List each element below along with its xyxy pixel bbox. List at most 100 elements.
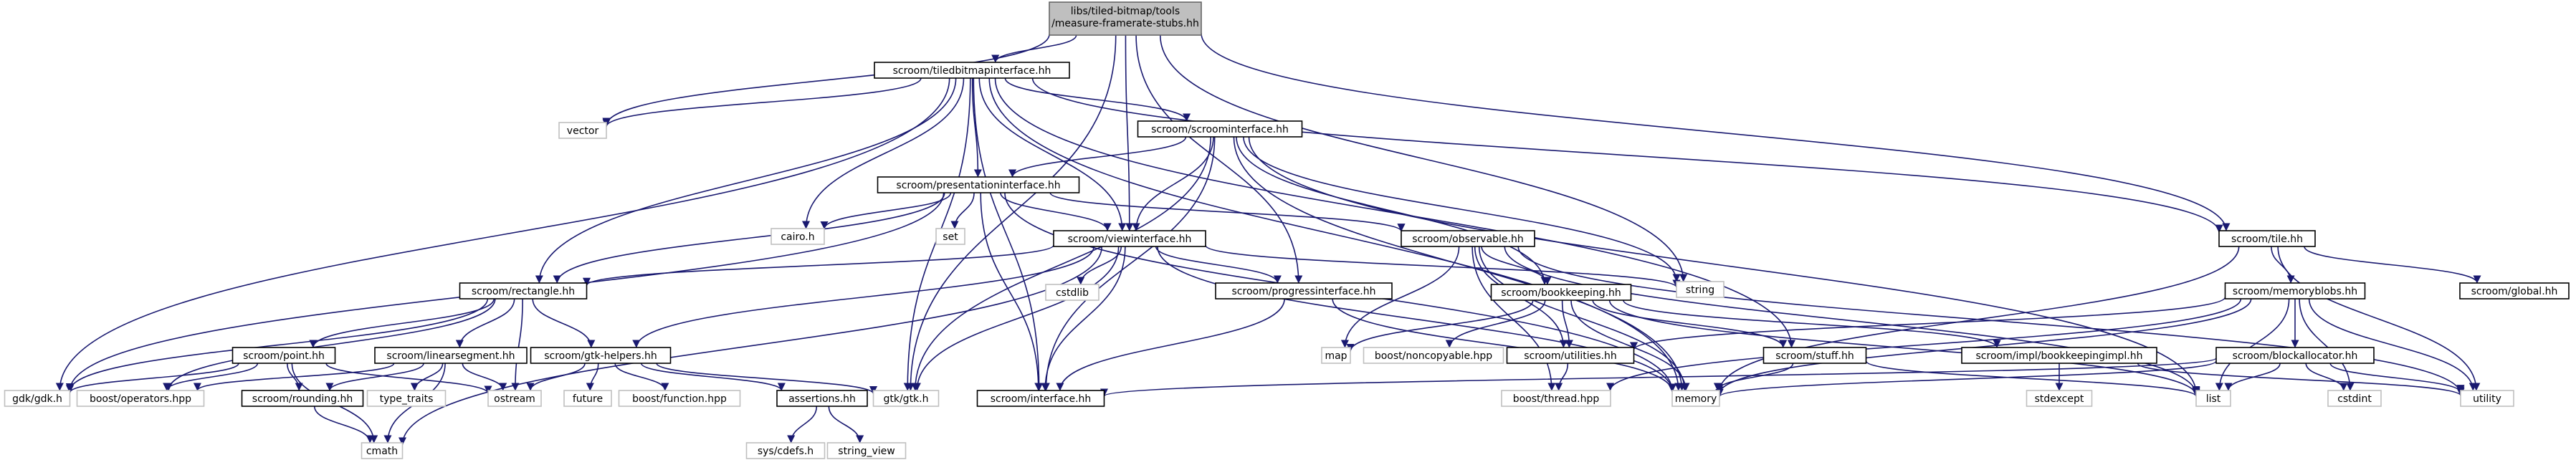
node-stuff[interactable]: scroom/stuff.hh [1762,347,1867,364]
node-root[interactable]: libs/tiled-bitmap/tools/measure-framerat… [1049,1,1202,36]
edge-si-to-memory [1233,136,1687,391]
node-box [1053,230,1206,247]
edge-obs-to-bthread [1471,246,1556,391]
node-bthread[interactable]: boost/thread.hpp [1501,390,1611,407]
node-blockalloc[interactable]: scroom/blockallocator.hh [2215,347,2375,364]
node-iface[interactable]: scroom/interface.hh [976,390,1105,407]
node-tbi[interactable]: scroom/tiledbitmapinterface.hh [874,62,1070,79]
edge-tbi-to-rect [535,77,957,284]
node-label: scroom/point.hh [243,350,325,362]
node-box [1363,347,1504,364]
node-vi[interactable]: scroom/viewinterface.hh [1053,230,1206,247]
node-mb[interactable]: scroom/memoryblobs.hh [2224,282,2366,299]
node-box [4,390,71,407]
node-string[interactable]: string [1676,281,1725,298]
node-obs[interactable]: scroom/observable.hh [1401,230,1535,247]
node-bfunc[interactable]: boost/function.hpp [618,390,741,407]
node-util[interactable]: scroom/utilities.hh [1506,347,1635,364]
edge-blockalloc-to-utility [2329,363,2465,393]
edge-vi-to-rect [583,244,1054,287]
edge-line [532,298,596,348]
edge-bk-to-util [1561,299,1573,348]
edge-lin-to-rounding [325,363,424,391]
edge-line [911,136,1211,391]
node-gtkh[interactable]: scroom/gtk-helpers.hh [530,347,672,364]
node-point[interactable]: scroom/point.hh [232,347,336,364]
node-label: scroom/global.hh [2471,286,2558,297]
node-prog[interactable]: scroom/progressinterface.hh [1215,282,1393,299]
edge-prog-to-memory [1332,298,1676,393]
node-si[interactable]: scroom/scroominterface.hh [1137,120,1303,138]
edge-vi-to-gtk [912,246,1120,391]
node-future[interactable]: future [563,390,612,407]
node-label: scroom/tile.hh [2231,234,2303,245]
edge-rect-to-ostream [511,298,523,391]
edge-line [65,298,489,392]
edge-bk-to-noncopy [1445,299,1546,348]
node-rect[interactable]: scroom/rectangle.hh [459,282,588,299]
edge-obs-to-memory [1478,246,1689,391]
node-typetraits[interactable]: type_traits [366,390,447,407]
node-cmath[interactable]: cmath [361,442,404,459]
edge-line [1233,136,1687,391]
node-stdexcept[interactable]: stdexcept [2026,390,2093,407]
node-label: boost/noncopyable.hpp [1375,350,1492,362]
nodes-layer: libs/tiled-bitmap/tools/measure-framerat… [4,1,2570,459]
node-list[interactable]: list [2195,390,2231,407]
node-bops[interactable]: boost/operators.hpp [76,390,205,407]
node-cstdint[interactable]: cstdint [2327,390,2382,407]
node-utility[interactable]: utility [2460,390,2514,407]
edge-gtkh-to-ostream [526,363,586,391]
edge-line [1077,246,1122,285]
node-pi[interactable]: scroom/presentationinterface.hh [877,176,1080,193]
edge-root-to-prog [1135,34,1303,284]
node-vector[interactable]: vector [558,122,607,139]
edge-line [2137,363,2465,397]
node-label: scroom/stuff.hh [1775,350,1854,362]
node-box [976,390,1105,407]
edge-tile-to-utility [2277,246,2481,391]
node-map[interactable]: map [1321,347,1351,364]
node-set[interactable]: set [935,228,965,245]
edge-tbi-to-si [1004,77,1191,122]
node-bk[interactable]: scroom/bookkeeping.hh [1490,284,1632,301]
edge-line [1865,360,2200,398]
node-global[interactable]: scroom/global.hh [2459,282,2570,299]
node-label: scroom/linearsegment.hh [386,350,515,362]
node-noncopy[interactable]: boost/noncopyable.hpp [1363,347,1504,364]
node-box [459,282,588,299]
node-cstdlib[interactable]: cstdlib [1045,284,1099,301]
node-rounding[interactable]: scroom/rounding.hh [241,390,364,407]
edge-bk-to-map [1346,299,1534,352]
node-box [1762,347,1867,364]
node-tile[interactable]: scroom/tile.hh [2218,230,2316,247]
node-lin[interactable]: scroom/linearsegment.hh [374,347,528,364]
edge-line [602,77,922,128]
node-label: scroom/viewinterface.hh [1068,234,1192,245]
node-label: scroom/progressinterface.hh [1232,286,1376,297]
edge-pi-to-rect [553,192,945,284]
node-memory[interactable]: memory [1671,390,1720,407]
node-ostream[interactable]: ostream [487,390,542,407]
edge-lin-to-bops [193,363,395,391]
node-box [76,390,205,407]
node-box [618,390,741,407]
node-gdk[interactable]: gdk/gdk.h [4,390,71,407]
node-box [1490,284,1632,301]
node-box [874,62,1070,79]
edge-line [2329,363,2465,393]
edge-vi-to-gtkh [632,246,1094,348]
node-strview[interactable]: string_view [826,442,907,459]
edge-line [325,363,492,394]
edge-line [55,77,950,391]
edge-line [1715,246,2240,393]
node-bkimpl[interactable]: scroom/impl/bookkeepingimpl.hh [1961,347,2157,364]
edge-line [1004,77,1191,122]
edge-line [1592,299,1788,348]
node-cdefs[interactable]: sys/cdefs.h [745,442,826,459]
edge-line [2305,363,2348,391]
edge-line [1623,299,2001,348]
node-assert[interactable]: assertions.hh [776,390,868,407]
node-cairo[interactable]: cairo.h [771,228,825,245]
node-gtk[interactable]: gtk/gtk.h [872,390,940,407]
